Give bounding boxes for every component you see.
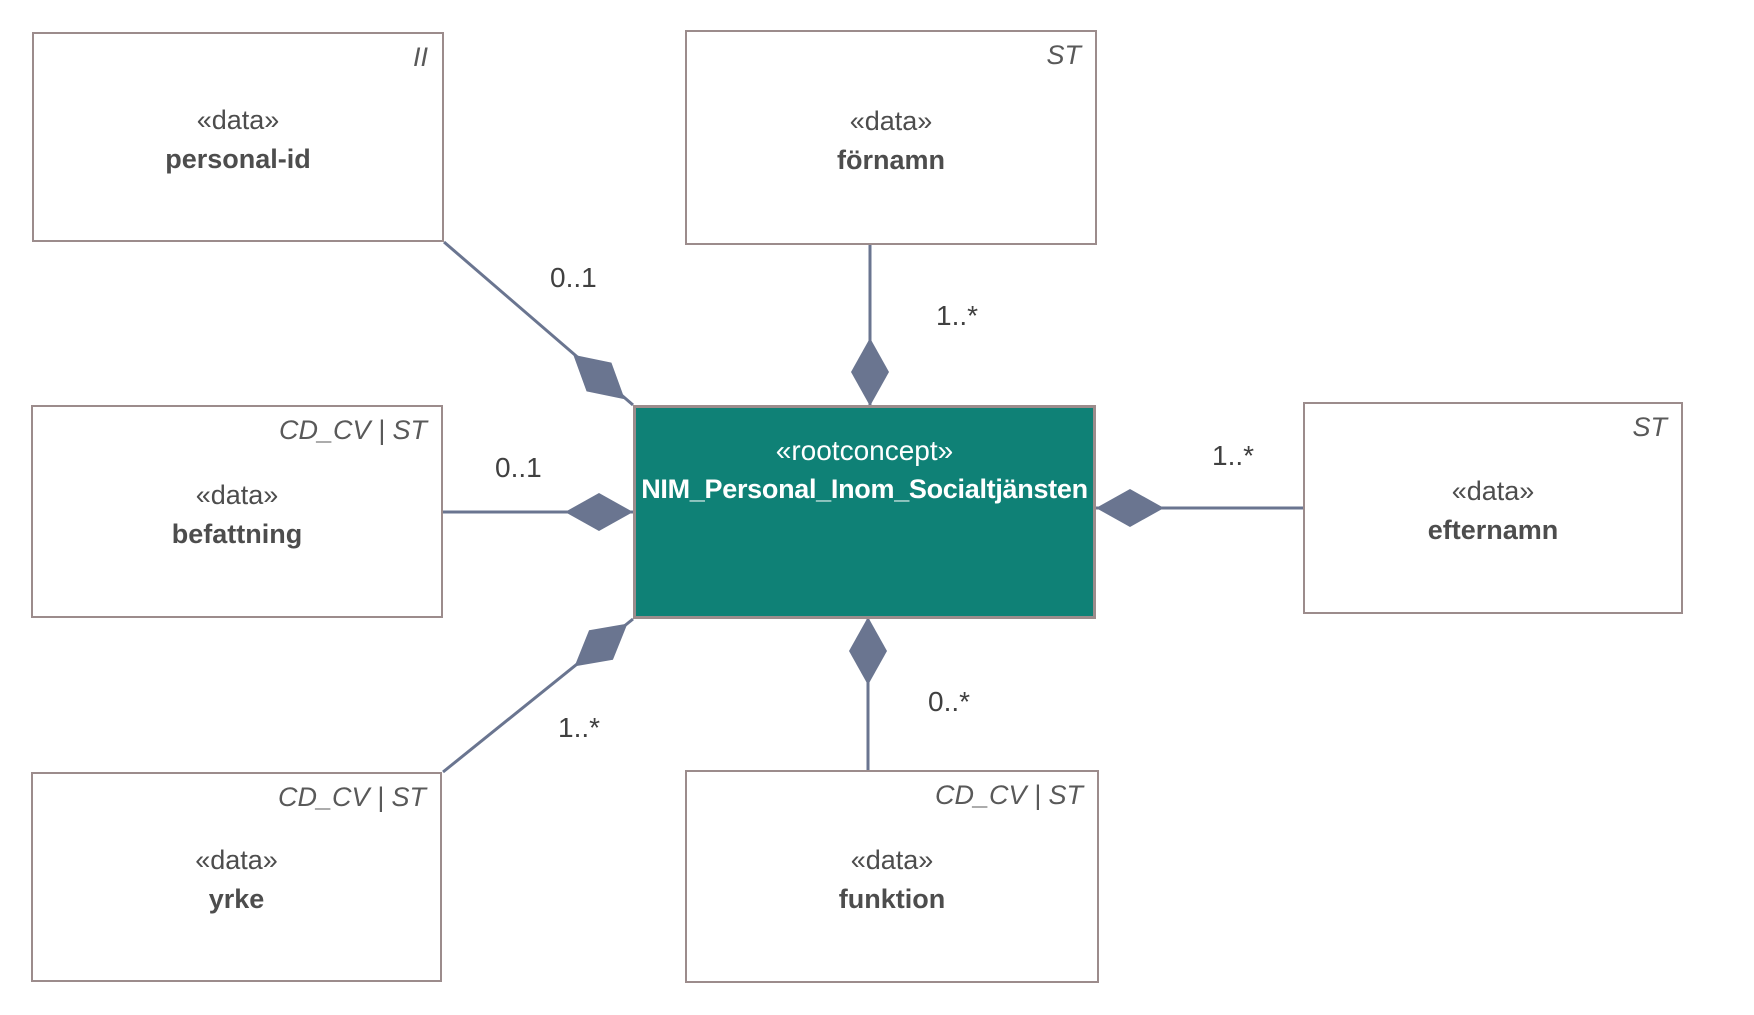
diamond-personal-id [573, 354, 625, 400]
multiplicity-funktion: 0..* [928, 686, 971, 717]
diamond-funktion [849, 617, 887, 685]
node-personal-id: II «data» personal-id [32, 32, 444, 242]
datatype-label-efternamn: ST [1632, 412, 1667, 442]
datatype-label-fornamn: ST [1046, 40, 1081, 70]
node-funktion: CD_CV | ST «data» funktion [685, 770, 1099, 983]
diamond-befattning [565, 493, 633, 531]
node-befattning: CD_CV | ST «data» befattning [31, 405, 443, 618]
stereotype-efternamn: «data» [1451, 476, 1535, 507]
multiplicity-fornamn: 1..* [936, 300, 979, 331]
stereotype-fornamn: «data» [849, 105, 933, 136]
name-personal-id: personal-id [165, 144, 311, 175]
datatype-label-befattning: CD_CV | ST [278, 415, 427, 445]
name-efternamn: efternamn [1427, 515, 1559, 546]
diamond-yrke [574, 623, 628, 667]
diamond-efternamn [1096, 489, 1164, 527]
node-rootconcept: «rootconcept» NIM_Personal_Inom_Socialtj… [633, 405, 1096, 619]
node-efternamn: ST «data» efternamn [1303, 402, 1683, 614]
stereotype-funktion: «data» [850, 844, 934, 875]
multiplicity-personal-id: 0..1 [550, 262, 597, 293]
name-fornamn: förnamn [837, 144, 945, 175]
node-fornamn: ST «data» förnamn [685, 30, 1097, 245]
diamond-fornamn [851, 338, 889, 406]
multiplicity-befattning: 0..1 [495, 452, 542, 483]
name-yrke: yrke [208, 884, 265, 915]
name-befattning: befattning [171, 518, 303, 549]
multiplicity-yrke: 1..* [558, 712, 601, 743]
datatype-label-funktion: CD_CV | ST [934, 780, 1083, 810]
datatype-label-yrke: CD_CV | ST [277, 782, 426, 812]
datatype-label-personal-id: II [412, 42, 428, 72]
multiplicity-efternamn: 1..* [1212, 440, 1255, 471]
stereotype-yrke: «data» [195, 845, 278, 876]
name-funktion: funktion [838, 883, 946, 914]
node-yrke: CD_CV | ST «data» yrke [31, 772, 442, 982]
stereotype-rootconcept: «rootconcept» [775, 435, 954, 466]
stereotype-personal-id: «data» [196, 105, 280, 136]
name-rootconcept: NIM_Personal_Inom_Socialtjänsten [641, 474, 1088, 504]
stereotype-befattning: «data» [195, 479, 279, 510]
